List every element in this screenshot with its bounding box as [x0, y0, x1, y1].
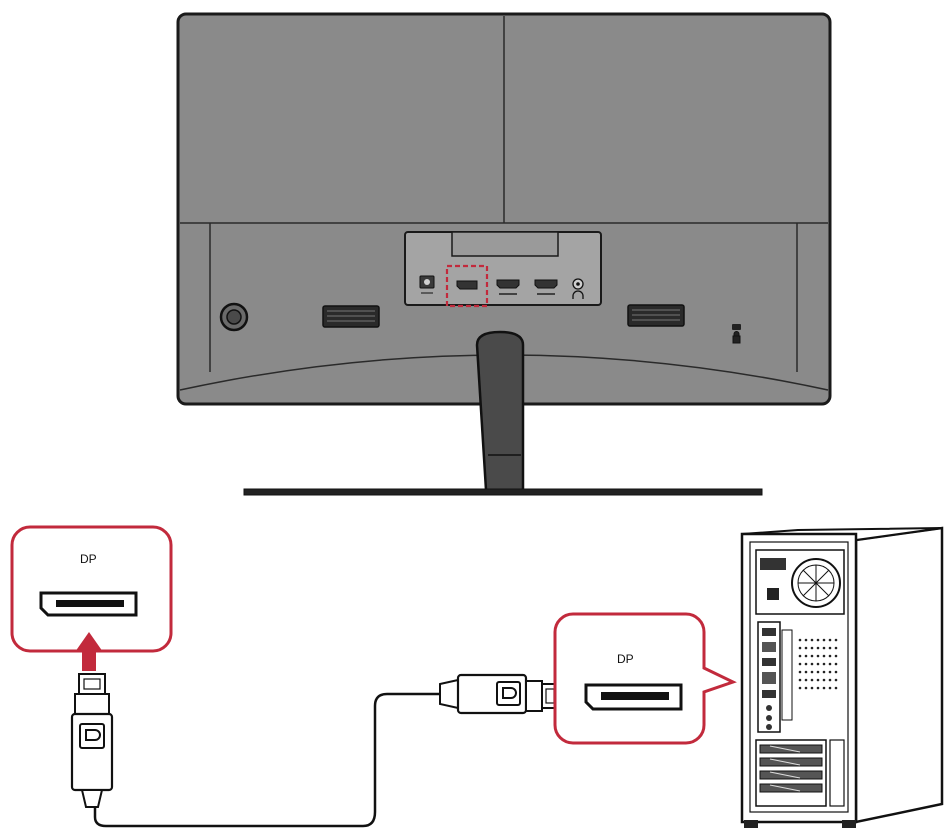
dp-logo-icon — [85, 729, 101, 741]
pc-dp-label: DP — [617, 652, 634, 666]
monitor-stand-neck — [475, 330, 525, 492]
power-supply — [755, 549, 845, 615]
vent-grid — [798, 638, 838, 690]
monitor-back-view — [176, 12, 832, 496]
displayport-port — [456, 280, 478, 290]
dp-port-highlight — [445, 264, 489, 308]
dp-plug-left — [70, 673, 114, 808]
cable-wire — [93, 692, 440, 828]
kensington-lock-slot — [732, 324, 741, 344]
hdmi-port-1 — [496, 279, 520, 289]
speaker-grill-left — [322, 305, 380, 328]
monitor-stand-base — [243, 488, 763, 496]
io-port-panel — [404, 231, 602, 308]
speaker-grill-right — [627, 304, 685, 327]
monitor-dp-label: DP — [80, 552, 97, 566]
pc-dp-callout: DP — [553, 612, 737, 745]
insert-arrow-up — [75, 632, 103, 671]
joystick-button — [219, 302, 249, 332]
monitor-dp-callout: DP — [10, 525, 173, 653]
dp-logo-icon — [502, 687, 517, 699]
displayport-cable — [70, 673, 558, 828]
headphone-icon — [572, 290, 584, 299]
hdmi-port-2 — [534, 279, 558, 289]
expansion-slots — [755, 739, 845, 807]
motherboard-io — [757, 621, 838, 733]
dp-plug-right — [439, 673, 558, 715]
desktop-tower-pc — [740, 526, 944, 828]
